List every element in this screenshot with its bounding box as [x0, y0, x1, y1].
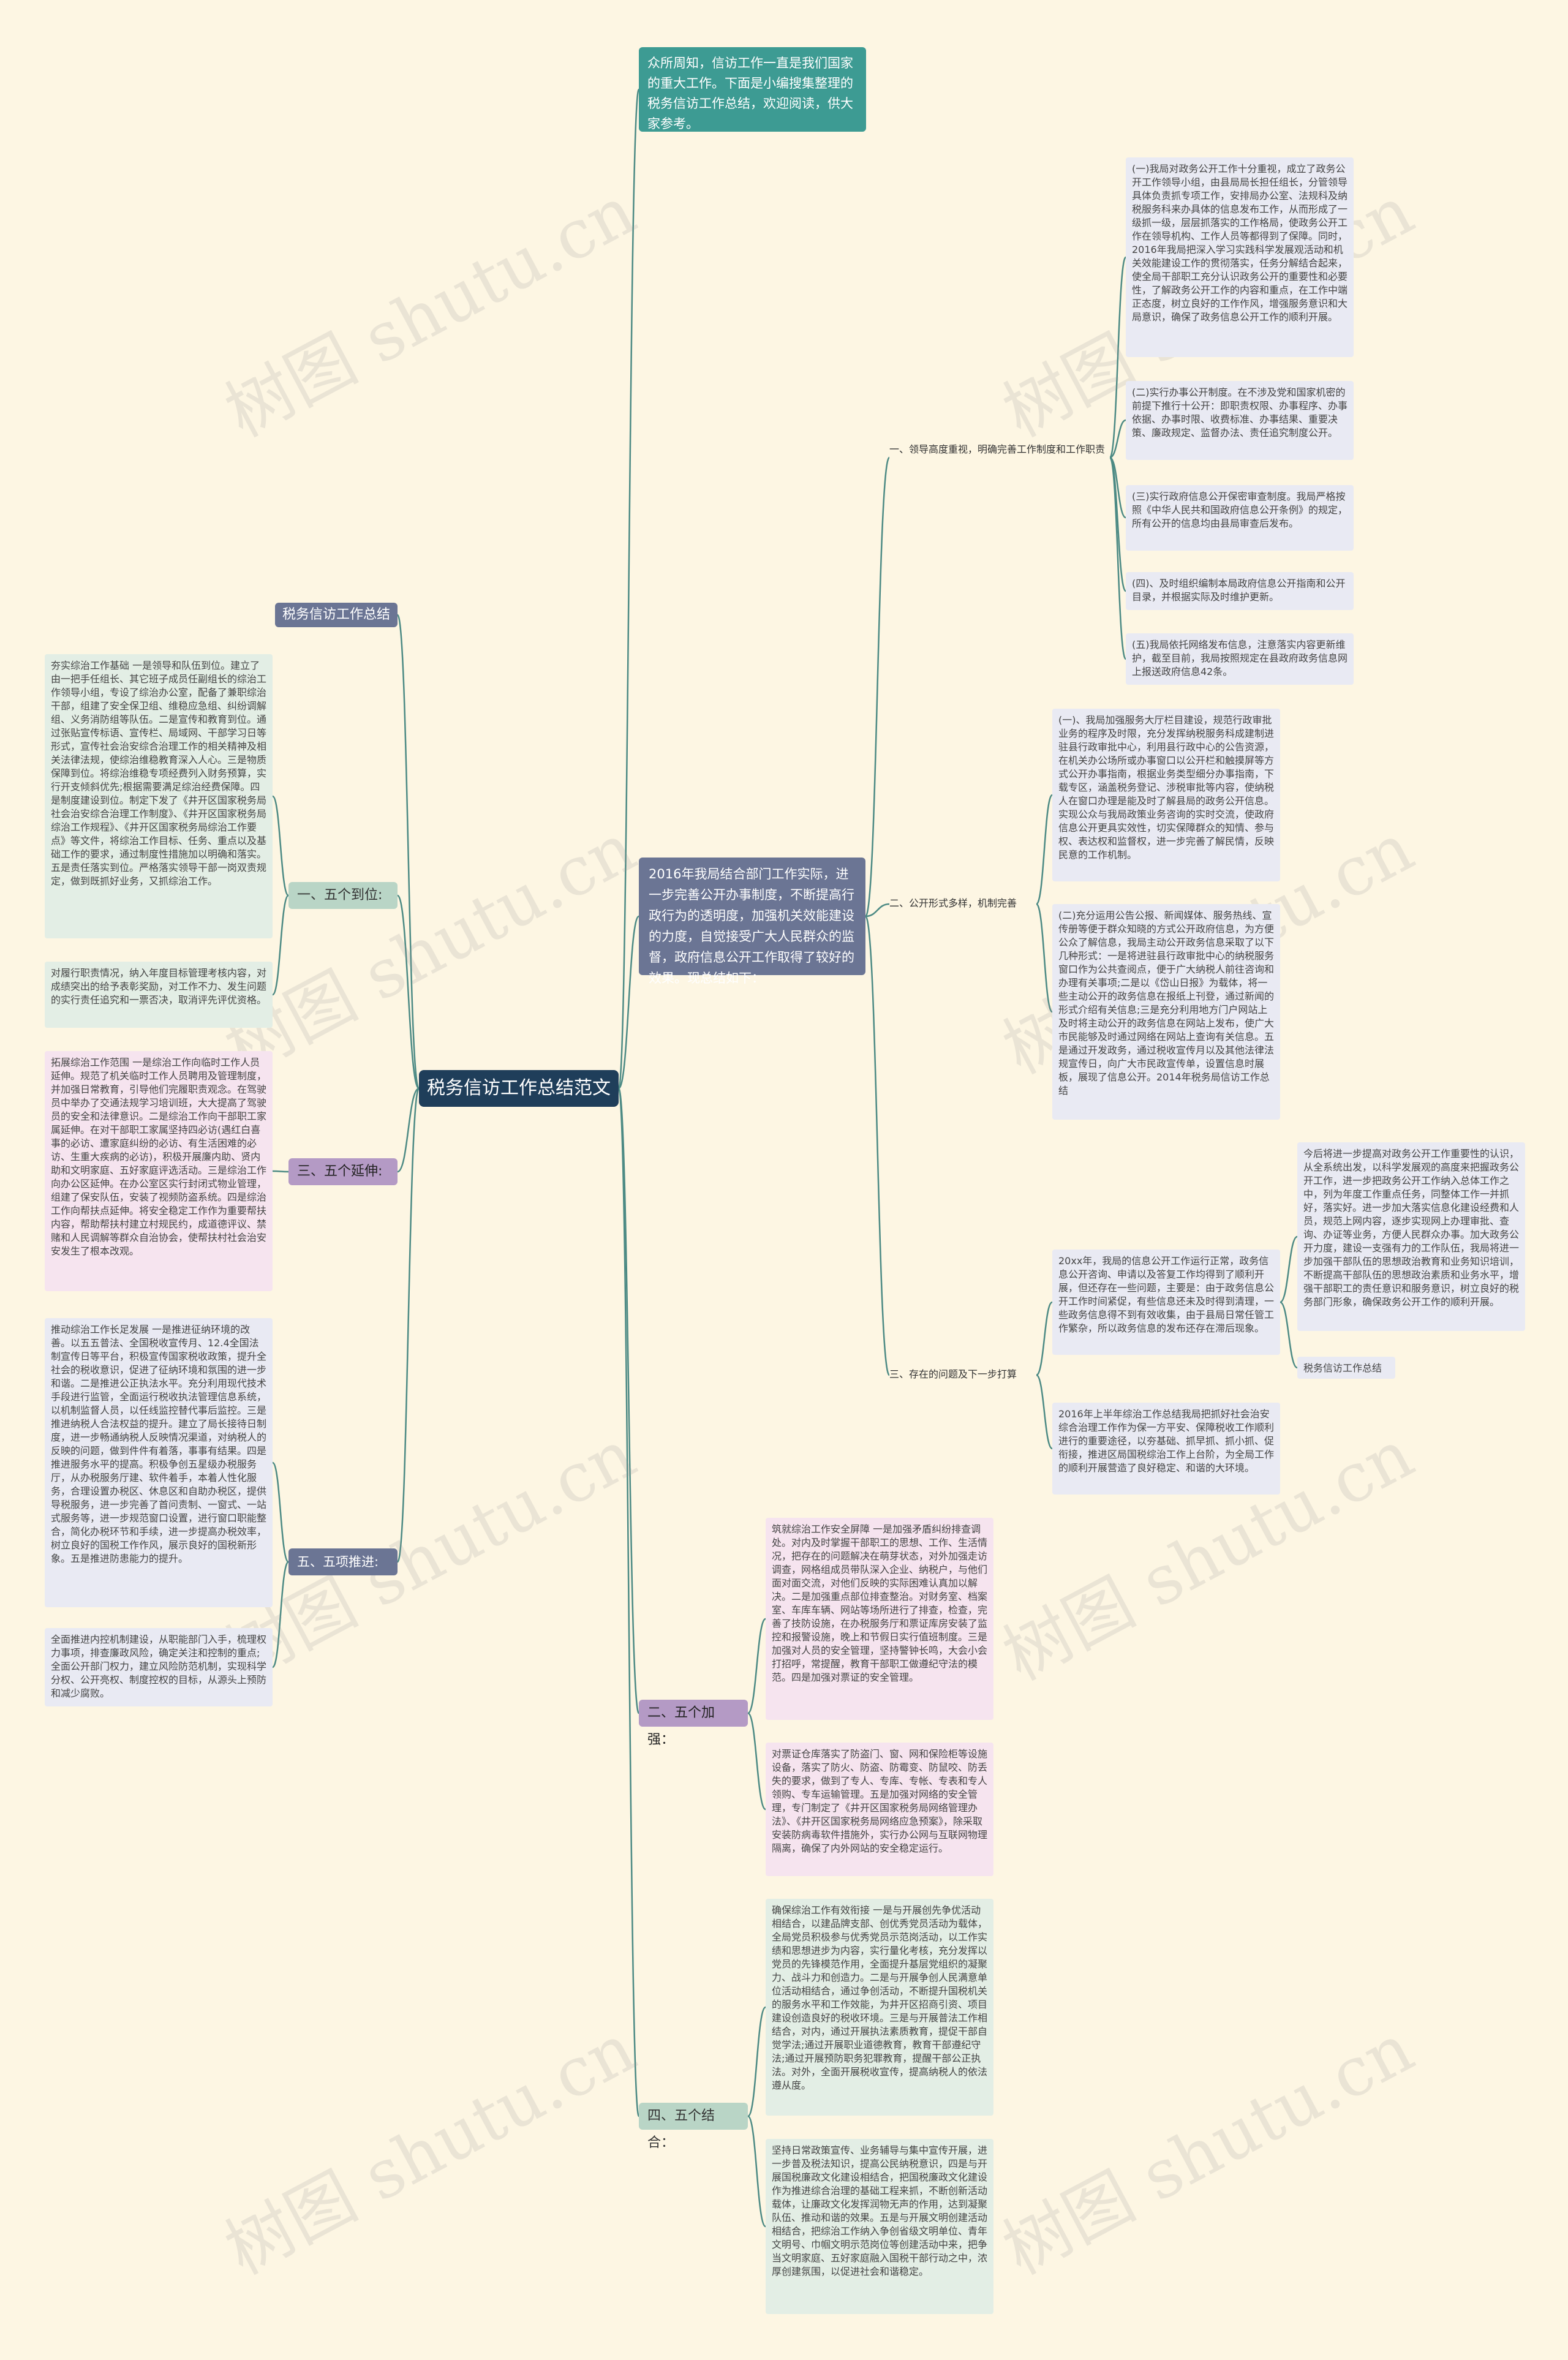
connector-line [617, 1087, 640, 2117]
b2-label[interactable]: 二、五个加强： [639, 1700, 748, 1747]
s3-leaf-a[interactable]: 20xx年，我局的信息公开工作运行正常，政务信息公开咨询、申请以及答复工作均得到… [1052, 1250, 1280, 1355]
connector-line [397, 1087, 420, 1173]
connector-line [1036, 1301, 1053, 1376]
s1-leaf-1[interactable]: (一)我局对政务公开工作十分重视，成立了政务公开工作领导小组，由县局局长担任组长… [1126, 157, 1354, 357]
connector-line [272, 1170, 289, 1173]
connector-line [1035, 903, 1054, 1013]
connector-line [1109, 256, 1127, 459]
s1-leaf-4[interactable]: (四)、及时组织编制本局政府信息公开指南和公开目录，并根据实际及时维护更新。 [1126, 572, 1354, 610]
connector-line [747, 1618, 767, 1714]
s2-leaf-2[interactable]: (二)充分运用公告公报、新闻媒体、服务热线、宣传册等便于群众知晓的方式公开政府信… [1052, 904, 1280, 1120]
s3-leaf-a-child[interactable]: 今后将进一步提高对政务公开工作重要性的认识，从全系统出发，以科学发展观的高度来把… [1297, 1142, 1525, 1331]
connector-line [747, 2006, 767, 2117]
connector-line [1036, 1374, 1053, 1450]
connector-line [865, 903, 890, 918]
connector-line [747, 1712, 767, 1811]
left-top-node[interactable]: 税务信访工作总结 [275, 603, 398, 627]
connector-line [396, 894, 420, 1090]
connector-line [1280, 1301, 1298, 1369]
root-node[interactable]: 税务信访工作总结范文 [419, 1070, 619, 1107]
connector-line [864, 915, 891, 1376]
connector-line [271, 1561, 290, 1668]
s1-label[interactable]: 一、领导高度重视，明确完善工作制度和工作职责 [889, 443, 1106, 455]
connector-line [271, 894, 290, 996]
connector-line [864, 456, 891, 918]
connector-line [1109, 456, 1127, 660]
connector-line [747, 2115, 767, 2228]
b4-label[interactable]: 四、五个结合： [639, 2103, 748, 2151]
s1-leaf-2[interactable]: (二)实行办事公开制度。在不涉及党和国家机密的前提下推行十公开：即职责权限、办事… [1126, 381, 1354, 460]
connector-line [396, 614, 420, 1090]
b2-leaf-2[interactable]: 对票证仓库落实了防盗门、窗、网和保险柜等设施设备，落实了防火、防盗、防霉变、防鼠… [766, 1743, 993, 1876]
s1-leaf-5[interactable]: (五)我局依托网络发布信息，注意落实内容更新维护，截至目前，我局按照规定在县政府… [1126, 633, 1354, 685]
connector-line [396, 1087, 420, 1563]
b4-leaf-2[interactable]: 坚持日常政策宣传、业务辅导与集中宣传开展，进一步普及税法知识，提高公民纳税意识，… [766, 2139, 993, 2314]
connector-line [1109, 419, 1126, 459]
summary-node[interactable]: 2016年我局结合部门工作实际，进一步完善公开办事制度，不断提高行政行为的透明度… [639, 858, 865, 986]
b3-label[interactable]: 三、五个延伸: [288, 1158, 398, 1185]
s2-label[interactable]: 二、公开形式多样，机制完善 [889, 897, 1017, 909]
b3-leaf-1[interactable]: 拓展综治工作范围 一是综治工作向临时工作人员延伸。规范了机关临时工作人员聘用及管… [45, 1051, 273, 1291]
connector-line [617, 1087, 640, 1714]
connector-line [1280, 1235, 1298, 1303]
s2-leaf-1[interactable]: (一)、我局加强服务大厅栏目建设，规范行政审批业务的程序及时限，充分发挥纳税服务… [1052, 709, 1280, 881]
connector-line [1035, 794, 1054, 905]
connector-line [271, 795, 290, 897]
s3-leaf-b[interactable]: 2016年上半年综治工作总结我局把抓好社会治安综合治理工作作为保一方平安、保障税… [1052, 1403, 1280, 1495]
b5-label[interactable]: 五、五项推进: [288, 1548, 398, 1575]
s3-label[interactable]: 三、存在的问题及下一步打算 [889, 1368, 1017, 1380]
intro-node[interactable]: 众所周知，信访工作一直是我们国家的重大工作。下面是小编搜集整理的税务信访工作总结… [639, 47, 866, 132]
s1-leaf-3[interactable]: (三)实行政府信息公开保密审查制度。我局严格按照《中华人民共和国政府信息公开条例… [1126, 485, 1354, 551]
b1-leaf-1[interactable]: 夯实综治工作基础 一是领导和队伍到位。建立了由一把手任组长、其它班子成员任副组长… [45, 654, 273, 938]
connector-line [617, 915, 640, 1090]
b2-leaf-1[interactable]: 筑就综治工作安全屏障 一是加强矛盾纠纷排查调处。对内及时掌握干部职工的思想、工作… [766, 1518, 993, 1720]
b1-label[interactable]: 一、五个到位: [288, 882, 398, 909]
connector-line [617, 88, 640, 1090]
b5-leaf-2[interactable]: 全面推进内控机制建设，从职能部门入手，梳理权力事项，排查廉政风险，确定关注和控制… [45, 1628, 273, 1706]
b5-leaf-1[interactable]: 推动综治工作长足发展 一是推进征纳环境的改善。以五五普法、全国税收宣传月、12.… [45, 1318, 273, 1607]
b1-leaf-2[interactable]: 对履行职责情况，纳入年度目标管理考核内容，对成绩突出的给予表彰奖励，对工作不力、… [45, 962, 273, 1028]
connector-line [271, 1461, 290, 1563]
s3-leaf-a-child2[interactable]: 税务信访工作总结 [1297, 1357, 1395, 1379]
b4-leaf-1[interactable]: 确保综治工作有效衔接 一是与开展创先争优活动相结合，以建品牌支部、创优秀党员活动… [766, 1899, 993, 2116]
connector-line [1109, 456, 1126, 519]
